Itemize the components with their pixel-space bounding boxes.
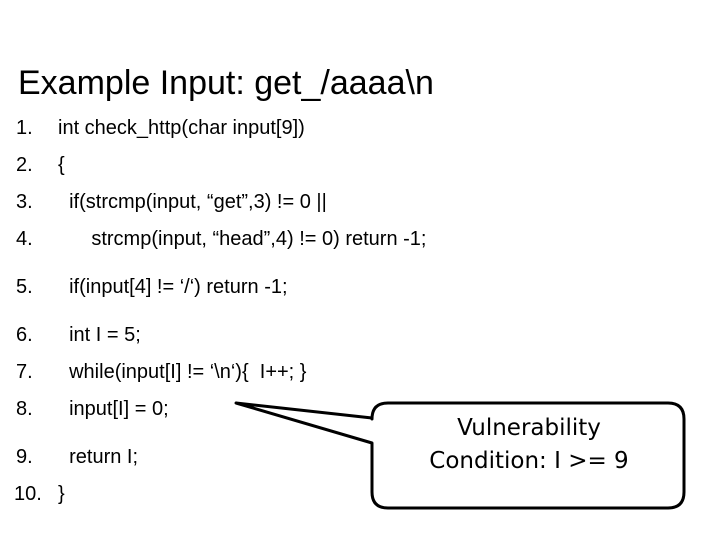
code-line-text: }	[58, 483, 65, 505]
code-line: 6. int I = 5;	[14, 317, 674, 354]
code-line: 10.}	[14, 476, 674, 513]
code-line: 8. input[I] = 0;	[14, 391, 674, 428]
code-line-number: 2.	[16, 154, 33, 176]
callout-text: Vulnerability Condition: I >= 9	[378, 412, 680, 478]
code-line: 2. {	[14, 147, 674, 184]
code-line: 1. int check_http(char input[9])	[14, 110, 674, 147]
code-line-text: while(input[I] != ‘\n‘){ I++; }	[58, 361, 307, 383]
code-line-text: int I = 5;	[58, 324, 141, 346]
callout-line-2: Condition: I >= 9	[429, 448, 629, 474]
callout-line-1: Vulnerability	[457, 415, 601, 441]
code-line-text: if(input[4] != ‘/‘) return -1;	[58, 276, 288, 298]
code-line-text: {	[58, 154, 65, 176]
code-line-number: 3.	[16, 191, 33, 213]
code-line-number: 9.	[16, 446, 33, 468]
code-line-number: 5.	[16, 276, 33, 298]
code-line-number: 1.	[16, 117, 33, 139]
code-listing: 1. int check_http(char input[9]) 2. {3. if(…	[14, 110, 674, 513]
code-line: 7. while(input[I] != ‘\n‘){ I++; }	[14, 354, 674, 391]
code-line: 9. return I;	[14, 439, 674, 476]
code-line-number: 7.	[16, 361, 33, 383]
code-line: 3. if(strcmp(input, “get”,3) != 0 ||	[14, 184, 674, 221]
code-line-text: return I;	[58, 446, 139, 468]
code-line-number: 4.	[16, 228, 33, 250]
code-line-text: if(strcmp(input, “get”,3) != 0 ||	[58, 191, 327, 213]
code-line: 4. strcmp(input, “head”,4) != 0) return …	[14, 221, 674, 258]
code-line-number: 8.	[16, 398, 33, 420]
code-line-text: int check_http(char input[9])	[58, 117, 305, 139]
code-line-text: strcmp(input, “head”,4) != 0) return -1;	[58, 228, 427, 250]
page-title: Example Input: get_/aaaa\n	[18, 63, 434, 102]
code-line-number: 6.	[16, 324, 33, 346]
code-line-number: 10.	[14, 483, 42, 505]
code-line-text: input[I] = 0;	[58, 398, 169, 420]
code-line: 5. if(input[4] != ‘/‘) return -1;	[14, 269, 674, 306]
